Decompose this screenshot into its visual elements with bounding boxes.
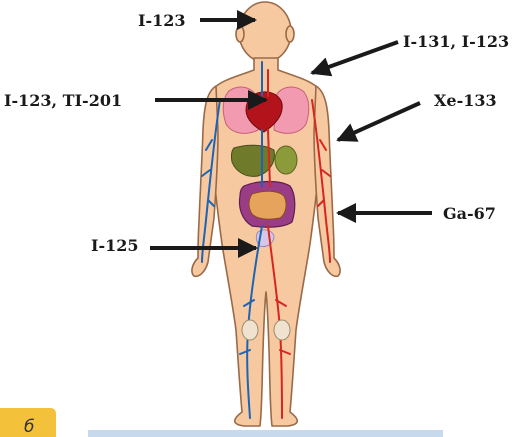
label-intestine: I-125 [91, 236, 139, 255]
arrow-lungs [338, 103, 420, 140]
label-lungs: Xe-133 [434, 91, 497, 110]
intestine-inner [249, 191, 286, 219]
right-arm [314, 86, 340, 276]
badge-label: б [24, 417, 34, 437]
knee-joints [242, 320, 290, 340]
head [239, 2, 291, 62]
ground-strip [88, 430, 443, 437]
label-neck: I-131, I-123 [403, 32, 509, 51]
right-ear [286, 26, 294, 42]
label-heart: I-123, TI-201 [4, 91, 122, 110]
arrow-neck [312, 42, 398, 73]
label-head: I-123 [138, 11, 186, 30]
label-arm: Ga-67 [443, 204, 496, 223]
stomach [275, 146, 297, 174]
left-ear [236, 26, 244, 42]
